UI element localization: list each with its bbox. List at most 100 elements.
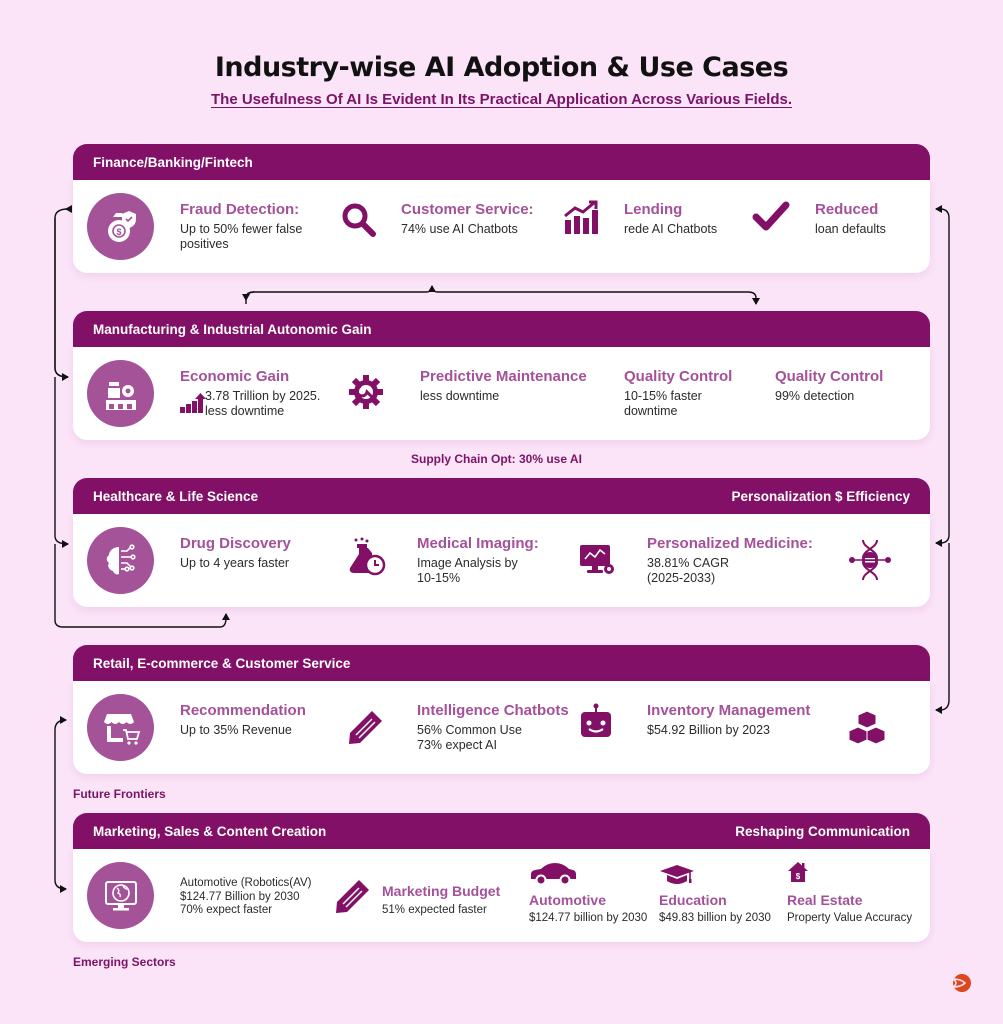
feature-text: Image Analysis by bbox=[417, 556, 518, 570]
feature-text: Up to 4 years faster bbox=[180, 556, 290, 570]
checkmark-icon bbox=[752, 200, 790, 237]
subtitle-text: The Usefulness Of AI Is Evident In Its P… bbox=[211, 91, 792, 108]
feature-heading: Education bbox=[659, 892, 727, 908]
feature-text: 10-15% bbox=[417, 571, 461, 585]
section-header: Manufacturing & Industrial Autonomic Gai… bbox=[73, 311, 930, 347]
section-right-label: Personalization $ Efficiency bbox=[731, 488, 910, 504]
feature-marketing-budget: Marketing Budget 51% expected faster bbox=[382, 882, 500, 918]
feature-education: Education $49.83 billion by 2030 bbox=[659, 891, 771, 926]
feature-text: downtime bbox=[624, 404, 678, 418]
section-right-label: Reshaping Communication bbox=[735, 823, 910, 839]
feature-text: 51% expected faster bbox=[382, 904, 487, 916]
section-title: Manufacturing & Industrial Autonomic Gai… bbox=[93, 321, 372, 337]
section-marketing: Marketing, Sales & Content Creation Resh… bbox=[73, 813, 930, 942]
section-healthcare: Healthcare & Life Science Personalizatio… bbox=[73, 478, 930, 607]
store-cart-icon bbox=[87, 694, 154, 761]
feature-heading: Intelligence Chatbots bbox=[417, 702, 569, 719]
feature-inventory-management: Inventory Management $54.92 Billion by 2… bbox=[647, 702, 810, 738]
feature-predictive-maintenance: Predictive Maintenance less downtime bbox=[420, 368, 587, 404]
feature-reduced: Reduced loan defaults bbox=[815, 201, 886, 237]
page-title: Industry-wise AI Adoption & Use Cases bbox=[214, 52, 789, 83]
feature-heading: Medical Imaging: bbox=[417, 535, 539, 552]
section-body: Drug Discovery Up to 4 years faster Medi… bbox=[73, 514, 930, 607]
section-retail: Retail, E-commerce & Customer Service Re… bbox=[73, 645, 930, 774]
feature-text: less downtime bbox=[420, 389, 500, 403]
page-subtitle: The Usefulness Of AI Is Evident In Its P… bbox=[0, 91, 1003, 109]
section-header: Finance/Banking/Fintech bbox=[73, 144, 930, 180]
feature-text: Automotive (Robotics(AV) bbox=[180, 877, 312, 889]
feature-intelligence-chatbots: Intelligence Chatbots 56% Common Use 73%… bbox=[417, 702, 569, 753]
car-icon bbox=[529, 863, 577, 890]
feature-heading: Fraud Detection: bbox=[180, 201, 300, 218]
pencil-icon bbox=[348, 709, 384, 750]
feature-fraud-detection: Fraud Detection: Up to 50% fewer false p… bbox=[180, 201, 302, 252]
feature-text: 3.78 Trillion by 2025. bbox=[205, 389, 321, 403]
section-body: Economic Gain 3.78 Trillion by 2025. les… bbox=[73, 347, 930, 440]
section-title: Finance/Banking/Fintech bbox=[93, 154, 253, 170]
money-bag-shield-icon: $ bbox=[87, 193, 154, 260]
brand-logo-icon bbox=[950, 972, 972, 994]
note-future-frontiers: Future Frontiers bbox=[73, 787, 166, 801]
feature-text: 70% expect faster bbox=[180, 904, 273, 916]
feature-heading: Predictive Maintenance bbox=[420, 368, 587, 385]
feature-heading: Real Estate bbox=[787, 892, 863, 908]
boxes-icon bbox=[848, 710, 886, 751]
graduation-cap-icon bbox=[659, 864, 695, 891]
feature-heading: Personalized Medicine: bbox=[647, 535, 813, 552]
feature-heading: Customer Service: bbox=[401, 201, 534, 218]
feature-text: positives bbox=[180, 237, 229, 251]
feature-automotive: Automotive $124.77 billion by 2030 bbox=[529, 891, 647, 926]
robot-icon bbox=[579, 703, 613, 744]
globe-monitor-icon bbox=[87, 862, 154, 929]
section-title: Retail, E-commerce & Customer Service bbox=[93, 655, 351, 671]
feature-heading: Economic Gain bbox=[180, 368, 290, 385]
feature-real-estate: Real Estate Property Value Accuracy bbox=[787, 891, 912, 926]
feature-text: 74% use AI Chatbots bbox=[401, 222, 518, 236]
note-supply-chain: Supply Chain Opt: 30% use AI bbox=[411, 452, 582, 466]
feature-heading: Drug Discovery bbox=[180, 535, 291, 552]
feature-heading: Automotive bbox=[529, 892, 606, 908]
svg-text:$: $ bbox=[116, 227, 121, 237]
feature-quality-control: Quality Control 10-15% faster downtime bbox=[624, 368, 732, 419]
feature-heading: Recommendation bbox=[180, 702, 306, 719]
section-title: Healthcare & Life Science bbox=[93, 488, 259, 504]
feature-text: $49.83 billion by 2030 bbox=[659, 912, 771, 924]
feature-text: $124.77 Billion by 2030 bbox=[180, 890, 300, 903]
feature-heading: Reduced bbox=[815, 201, 879, 218]
dna-icon bbox=[848, 538, 892, 587]
section-body: Recommendation Up to 35% Revenue Intelli… bbox=[73, 681, 930, 774]
feature-text: 56% Common Use bbox=[417, 723, 522, 737]
feature-text: 73% expect AI bbox=[417, 738, 497, 752]
feature-text: rede AI Chatbots bbox=[624, 222, 718, 236]
feature-text: loan defaults bbox=[815, 222, 886, 236]
feature-drug-discovery: Drug Discovery Up to 4 years faster bbox=[180, 535, 291, 571]
section-finance: Finance/Banking/Fintech $ Fraud Detectio… bbox=[73, 144, 930, 273]
section-header: Healthcare & Life Science Personalizatio… bbox=[73, 478, 930, 514]
feature-text: (2025-2033) bbox=[647, 571, 716, 585]
section-header: Retail, E-commerce & Customer Service bbox=[73, 645, 930, 681]
section-header: Marketing, Sales & Content Creation Resh… bbox=[73, 813, 930, 849]
feature-personalized-medicine: Personalized Medicine: 38.81% CAGR (2025… bbox=[647, 535, 813, 586]
brain-circuit-icon bbox=[87, 527, 154, 594]
note-emerging-sectors: Emerging Sectors bbox=[73, 955, 176, 969]
flask-clock-icon bbox=[348, 537, 386, 582]
feature-economic-gain: Economic Gain 3.78 Trillion by 2025. les… bbox=[180, 368, 320, 419]
feature-heading: Quality Control bbox=[624, 368, 733, 385]
svg-text:$: $ bbox=[796, 872, 801, 881]
feature-text: 10-15% faster bbox=[624, 389, 702, 403]
section-body: $ Fraud Detection: Up to 50% fewer false… bbox=[73, 180, 930, 273]
section-body: Automotive (Robotics(AV) $124.77 Billion… bbox=[73, 849, 930, 942]
feature-text: Up to 50% fewer false bbox=[180, 222, 303, 236]
feature-text: 38.81% CAGR bbox=[647, 556, 729, 570]
feature-customer-service: Customer Service: 74% use AI Chatbots bbox=[401, 201, 534, 237]
feature-text: Property Value Accuracy bbox=[787, 912, 913, 924]
growth-chart-icon bbox=[563, 200, 599, 241]
feature-text: less downtime bbox=[205, 404, 285, 418]
feature-recommendation: Recommendation Up to 35% Revenue bbox=[180, 702, 306, 738]
monitor-analytics-icon bbox=[579, 544, 615, 581]
feature-heading: Lending bbox=[624, 201, 683, 218]
feature-text: $54.92 Billion by 2023 bbox=[647, 723, 771, 737]
house-dollar-icon: $ bbox=[787, 861, 809, 888]
feature-text: 99% detection bbox=[775, 389, 855, 403]
bar-growth-icon bbox=[180, 393, 206, 418]
